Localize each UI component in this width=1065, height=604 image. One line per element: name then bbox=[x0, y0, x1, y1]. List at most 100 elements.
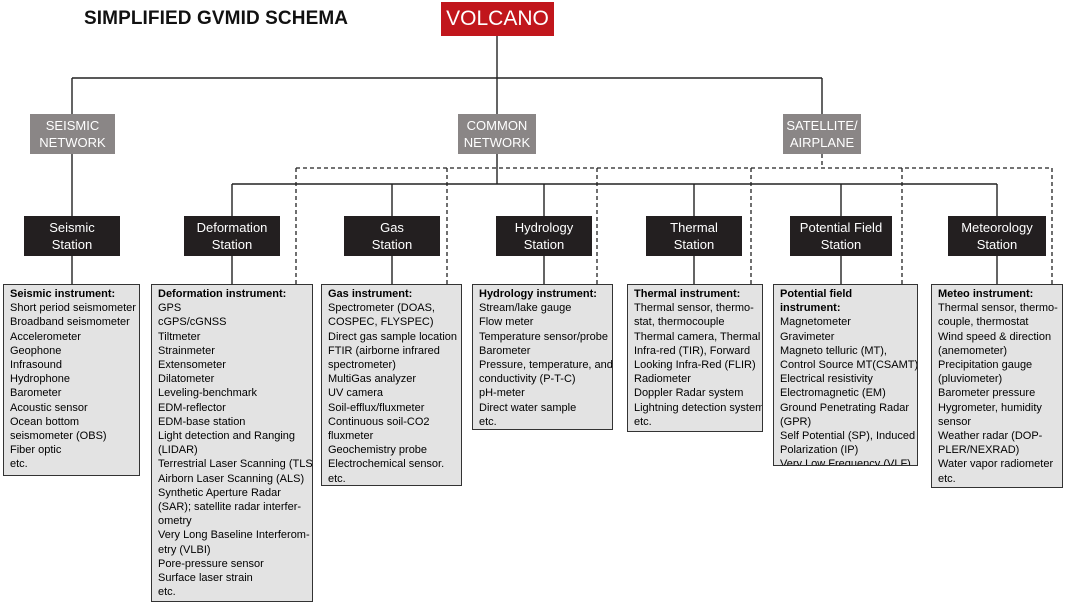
instrument-title: Hydrology instrument: bbox=[479, 288, 597, 300]
instrument-item: Broadband seismometer bbox=[10, 316, 130, 329]
instrument-item: Barometer bbox=[10, 387, 62, 400]
instrument-item: EDM-base station bbox=[158, 415, 246, 428]
instrument-item: (pluviometer) bbox=[938, 373, 1003, 386]
instrument-item: Radiometer bbox=[634, 373, 691, 386]
instrument-item: (SAR); satellite radar interfer- bbox=[158, 501, 302, 514]
instrument-item: Stream/lake gauge bbox=[479, 302, 572, 315]
instrument-item: Tiltmeter bbox=[158, 330, 201, 343]
volcano-node: VOLCANO bbox=[441, 2, 554, 36]
instrument-item: Light detection and Ranging bbox=[158, 430, 295, 443]
instrument-item: ometry bbox=[158, 515, 192, 528]
instrument-item: seismometer (OBS) bbox=[10, 430, 107, 443]
instrument-item: Surface laser strain bbox=[158, 572, 253, 585]
instrument-item: Pressure, temperature, and bbox=[479, 359, 613, 372]
instrument-item: etc. bbox=[634, 415, 652, 428]
instrument-item: Soil-efflux/fluxmeter bbox=[328, 401, 425, 414]
instrument-item: Weather radar (DOP- bbox=[938, 430, 1043, 443]
instrument-box-meteorology: Meteo instrument: Thermal sensor, thermo-… bbox=[931, 284, 1063, 488]
instrument-item: Thermal camera, Thermal bbox=[634, 330, 761, 343]
instrument-item: GPS bbox=[158, 302, 182, 315]
instrument-item: Lightning detection system bbox=[634, 401, 763, 414]
instrument-item: PLER/NEXRAD) bbox=[938, 444, 1020, 457]
instrument-item: etc. bbox=[328, 472, 346, 485]
instrument-title: Meteo instrument: bbox=[938, 288, 1034, 300]
instrument-item: conductivity (P-T-C) bbox=[479, 373, 576, 386]
instrument-item: Acoustic sensor bbox=[10, 401, 88, 414]
instrument-item: (anemometer) bbox=[938, 344, 1008, 357]
satellite-dashed-links bbox=[295, 154, 1053, 284]
instrument-item: UV camera bbox=[328, 387, 384, 400]
instrument-title: Seismic instrument: bbox=[10, 288, 116, 300]
instrument-item: Geochemistry probe bbox=[328, 444, 428, 457]
instrument-item: etry (VLBI) bbox=[158, 543, 211, 556]
instrument-title: Gas instrument: bbox=[328, 288, 413, 300]
instrument-box-thermal: Thermal instrument: Thermal sensor, therm… bbox=[627, 284, 763, 432]
instrument-item: Ground Penetrating Radar bbox=[780, 401, 910, 414]
instrument-title: Thermal instrument: bbox=[634, 288, 741, 300]
instrument-item: Wind speed & direction bbox=[938, 330, 1052, 343]
instrument-item: fluxmeter bbox=[328, 430, 374, 443]
instrument-item: sensor bbox=[938, 415, 972, 428]
instrument-item: Hydrophone bbox=[10, 373, 70, 386]
instrument-item: Pore-pressure sensor bbox=[158, 557, 264, 570]
instrument-item: Electromagnetic (EM) bbox=[780, 387, 886, 400]
instrument-item: Terrestrial Laser Scanning (TLS), bbox=[158, 458, 313, 471]
instrument-item: COSPEC, FLYSPEC) bbox=[328, 316, 434, 329]
instrument-item: Control Source MT(CSAMT) bbox=[780, 359, 918, 372]
instrument-item: Temperature sensor/probe bbox=[479, 330, 609, 343]
instrument-item: etc. bbox=[10, 458, 28, 471]
instrument-item: Synthetic Aperture Radar bbox=[158, 486, 281, 499]
instrument-box-seismic: Seismic instrument: Short period seismome… bbox=[3, 284, 140, 476]
instrument-item: Very Long Baseline Interferom- bbox=[158, 529, 310, 542]
instrument-item: stat, thermocouple bbox=[634, 316, 725, 329]
instrument-item: Strainmeter bbox=[158, 344, 215, 357]
instrument-item: Doppler Radar system bbox=[634, 387, 744, 400]
instrument-item: Accelerometer bbox=[10, 330, 81, 343]
instrument-item: Continuous soil-CO2 bbox=[328, 415, 430, 428]
instrument-item: Dilatometer bbox=[158, 373, 215, 386]
instrument-item: Fiber optic bbox=[10, 444, 62, 457]
instrument-item: Polarization (IP) bbox=[780, 444, 859, 457]
instrument-item: Precipitation gauge bbox=[938, 359, 1033, 372]
instrument-item: Extensometer bbox=[158, 359, 226, 372]
instrument-item: Barometer pressure bbox=[938, 387, 1036, 400]
instrument-item: Magnetometer bbox=[780, 316, 851, 329]
instrument-item: Direct water sample bbox=[479, 401, 577, 414]
instrument-item: Airborn Laser Scanning (ALS) bbox=[158, 472, 305, 485]
instrument-item: cGPS/cGNSS bbox=[158, 316, 227, 329]
instrument-item: (GPR) bbox=[780, 415, 812, 428]
instrument-item: Very Low Frequency (VLF) bbox=[780, 458, 911, 466]
instrument-item: Thermal sensor, thermo- bbox=[634, 302, 754, 315]
instrument-item: FTIR (airborne infrared bbox=[328, 344, 440, 357]
instrument-item: Geophone bbox=[10, 344, 62, 357]
instrument-item: Short period seismometer bbox=[10, 302, 136, 315]
instrument-title: Deformation instrument: bbox=[158, 288, 287, 300]
instrument-item: spectrometer) bbox=[328, 359, 396, 372]
instrument-item: Spectrometer (DOAS, bbox=[328, 302, 435, 315]
instrument-item: Water vapor radiometer bbox=[938, 458, 1054, 471]
instrument-item: Barometer bbox=[479, 344, 531, 357]
instrument-title: Potential field instrument: bbox=[780, 288, 853, 315]
instrument-item: etc. bbox=[158, 586, 176, 599]
instrument-item: Hygrometer, humidity bbox=[938, 401, 1042, 414]
instrument-item: etc. bbox=[479, 415, 497, 428]
instrument-item: couple, thermostat bbox=[938, 316, 1029, 329]
instrument-item: Direct gas sample location bbox=[328, 330, 458, 343]
instrument-item: Ocean bottom bbox=[10, 415, 80, 428]
instrument-item: Looking Infra-Red (FLIR) bbox=[634, 359, 756, 372]
instrument-box-gas: Gas instrument: Spectrometer (DOAS,COSPEC… bbox=[321, 284, 462, 486]
instrument-item: Gravimeter bbox=[780, 330, 835, 343]
instrument-item: Thermal sensor, thermo- bbox=[938, 302, 1058, 315]
instrument-item: Infrasound bbox=[10, 359, 62, 372]
instrument-item: Infra-red (TIR), Forward bbox=[634, 344, 751, 357]
